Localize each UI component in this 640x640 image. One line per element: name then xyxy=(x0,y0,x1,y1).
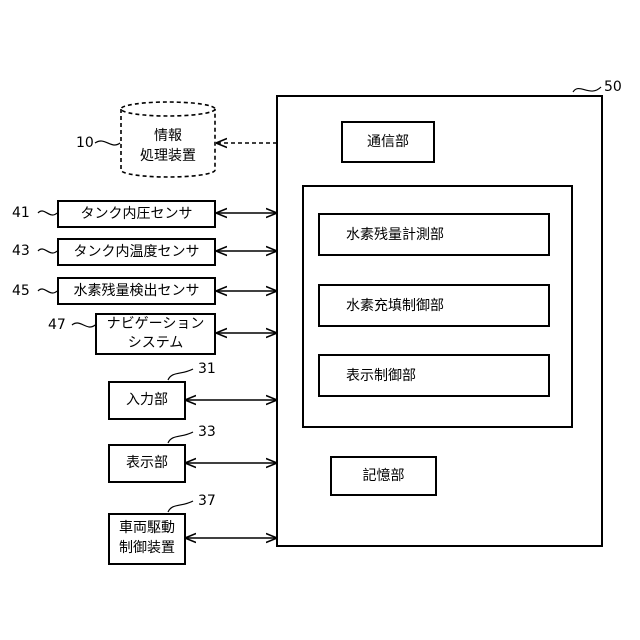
display-ctrl-label: 表示制御部 xyxy=(346,367,416,385)
vehicle-drive-controller-label-line1: 車両駆動 xyxy=(108,519,186,537)
navigation-system-label-line2: システム xyxy=(95,334,216,352)
tank-pressure-sensor-label: タンク内圧センサ xyxy=(57,205,216,223)
display-unit-label: 表示部 xyxy=(108,454,186,472)
vehicle-drive-controller-label-line2: 制御装置 xyxy=(108,539,186,557)
tank-temp-sensor-label: タンク内温度センサ xyxy=(57,243,216,261)
info-device-label-line2: 処理装置 xyxy=(121,147,215,165)
h2-fill-label: 水素充填制御部 xyxy=(346,297,444,315)
ref-37: 37 xyxy=(198,493,216,509)
storage-label: 記憶部 xyxy=(330,467,437,485)
ref-47: 47 xyxy=(48,317,66,333)
info-device-label-line1: 情報 xyxy=(121,127,215,145)
h2-remaining-sensor-label: 水素残量検出センサ xyxy=(57,282,216,300)
ref-43: 43 xyxy=(12,243,30,259)
ref-41: 41 xyxy=(12,205,30,221)
ref-10: 10 xyxy=(76,135,94,151)
comm-unit-label: 通信部 xyxy=(341,133,435,151)
ref-45: 45 xyxy=(12,283,30,299)
input-unit-label: 入力部 xyxy=(108,391,186,409)
ref-31: 31 xyxy=(198,361,216,377)
h2-measure-label: 水素残量計測部 xyxy=(346,226,444,244)
ref-33: 33 xyxy=(198,424,216,440)
navigation-system-label-line1: ナビゲーション xyxy=(95,315,216,333)
ref-50: 50 xyxy=(604,79,622,95)
